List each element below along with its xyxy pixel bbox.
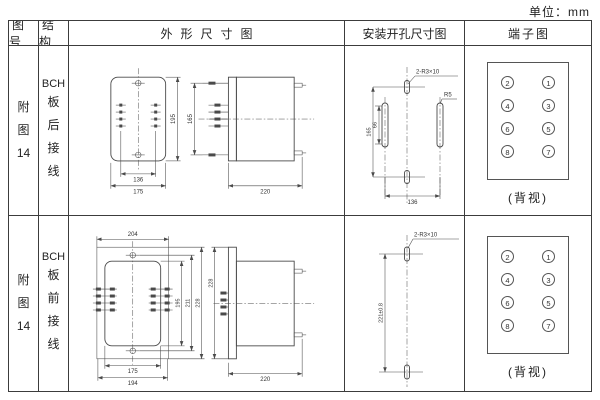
- front-view: 204 195 211 228: [92, 232, 205, 387]
- header-figure-col: 图号: [9, 21, 39, 46]
- dim-side-span: 165: [188, 113, 194, 124]
- dim-side-depth: 220: [260, 377, 271, 383]
- spec-table: 图号 结构 外形尺寸图 安装开孔尺寸图 端子图 附图14 BCH 板后接线: [8, 20, 592, 392]
- dim-mounting-height: 165: [367, 127, 373, 136]
- terminal-pin: 3: [542, 99, 555, 112]
- terminal-pin: 2: [501, 250, 514, 263]
- row2-figure-cell: 附图14: [9, 216, 39, 391]
- terminal-box: 2 4 6 8 1 3 5 7: [487, 236, 569, 354]
- row1-figure-cell: 附图14: [9, 46, 39, 216]
- terminal-caption: (背视): [508, 365, 548, 379]
- dim-side-height: 228: [208, 278, 214, 287]
- unit-label: 单位：mm: [529, 5, 590, 19]
- slots-callout-label: 2-R3×10: [416, 69, 440, 75]
- header-terminal-col: 端子图: [465, 21, 591, 46]
- front-view: 195 136 175: [110, 67, 181, 195]
- header-structure-col: 结构: [39, 21, 69, 46]
- terminal-pin: 7: [542, 319, 555, 332]
- dim-front-width: 175: [133, 189, 144, 195]
- terminal-pin: 8: [501, 145, 514, 158]
- row1-outline-cell: 195 136 175: [69, 46, 345, 216]
- row2-structure-name: 板前接线: [47, 268, 60, 351]
- dim-mounting-width: 136: [407, 200, 418, 206]
- dim-front-inner-width: 175: [128, 369, 139, 375]
- row1-terminal-cell: 2 4 6 8 1 3 5 7 (背视): [465, 46, 591, 216]
- row1-structure-name: 板后接线: [47, 95, 60, 178]
- dim-front-mid-height: 211: [185, 298, 191, 307]
- terminal-pin: 2: [501, 76, 514, 89]
- terminal-pin: 6: [501, 296, 514, 309]
- terminal-box: 2 4 6 8 1 3 5 7: [487, 62, 569, 180]
- dim-front-height: 195: [171, 113, 177, 124]
- radius-callout-label: R5: [444, 92, 452, 98]
- terminal-pin: 5: [542, 296, 555, 309]
- slots-callout-label: 2-R3×10: [414, 232, 438, 238]
- header-outline-col: 外形尺寸图: [69, 21, 345, 46]
- terminal-pin: 7: [542, 145, 555, 158]
- front-terminal-pins: [115, 103, 161, 128]
- terminal-caption: (背视): [508, 191, 548, 205]
- front-terminal-pins: [92, 287, 173, 311]
- mounting-drawing-front-wiring: 221±0.8 2-R3×10: [379, 232, 459, 387]
- terminal-pin: 6: [501, 122, 514, 135]
- dim-front-top-width: 204: [128, 232, 139, 238]
- row2-outline-cell: 204 195 211 228: [69, 216, 345, 391]
- mounting-drawing-rear-wiring: 165 66 136 2-R3×10 R5: [367, 66, 458, 206]
- row2-mounting-cell: 221±0.8 2-R3×10: [345, 216, 465, 391]
- row2-structure-prefix: BCH: [41, 251, 66, 264]
- row1-structure-cell: BCH 板后接线: [39, 46, 69, 216]
- terminal-pin: 5: [542, 122, 555, 135]
- side-view: 228 220: [208, 246, 315, 383]
- terminal-pin: 8: [501, 319, 514, 332]
- terminal-pin: 1: [542, 250, 555, 263]
- side-view: 165 220: [188, 76, 315, 195]
- row2-figure-no: 附图14: [16, 273, 31, 333]
- row2-terminal-cell: 2 4 6 8 1 3 5 7 (背视): [465, 216, 591, 391]
- terminal-pin: 4: [501, 99, 514, 112]
- dim-slot-span: 66: [373, 121, 379, 127]
- header-mounting-col: 安装开孔尺寸图: [345, 21, 465, 46]
- row1-structure-prefix: BCH: [41, 78, 66, 91]
- dim-mounting-height: 221±0.8: [379, 303, 385, 323]
- dim-front-height: 195: [175, 298, 181, 307]
- row1-figure-no: 附图14: [16, 100, 31, 160]
- outline-drawing-front-wiring: 204 195 211 228: [92, 232, 315, 387]
- row1-mounting-cell: 165 66 136 2-R3×10 R5: [345, 46, 465, 216]
- terminal-pin: 1: [542, 76, 555, 89]
- terminal-pin: 3: [542, 273, 555, 286]
- row2-structure-cell: BCH 板前接线: [39, 216, 69, 391]
- dim-front-bottom-width: 194: [128, 381, 139, 387]
- dim-side-depth: 220: [260, 189, 271, 195]
- terminal-pin: 4: [501, 273, 514, 286]
- dim-front-inner-width: 136: [133, 177, 144, 183]
- outline-drawing-rear-wiring: 195 136 175: [110, 67, 315, 195]
- dim-front-outer-height: 228: [195, 298, 201, 307]
